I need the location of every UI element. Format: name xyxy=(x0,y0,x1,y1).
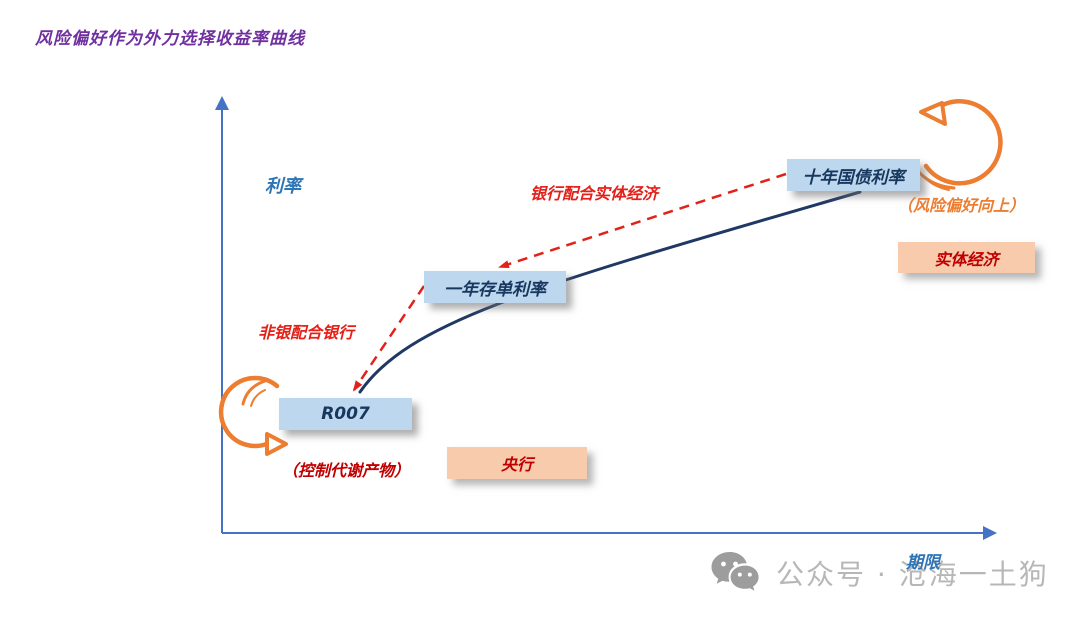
x-axis-arrow-icon xyxy=(983,526,997,540)
entity-real-economy: 实体经济 xyxy=(898,242,1035,273)
annotation-metabolic-control: （控制代谢产物） xyxy=(282,461,411,480)
node-r007: R007 xyxy=(279,398,412,430)
page-title: 风险偏好作为外力选择收益率曲线 xyxy=(35,29,305,49)
entity-central-bank: 央行 xyxy=(447,447,587,479)
flow-label-nonbank-with-bank: 非银配合银行 xyxy=(258,323,355,342)
wechat-icon xyxy=(711,552,759,591)
x-axis-label: 期限 xyxy=(906,553,940,573)
node-ten-year-treasury-rate: 十年国债利率 xyxy=(787,159,920,191)
y-axis-arrow-icon xyxy=(215,96,229,110)
rotate-arrow-bottom-icon xyxy=(218,375,288,456)
node-one-year-cd-rate: 一年存单利率 xyxy=(424,271,566,303)
rotate-arrow-top-icon xyxy=(914,99,1003,191)
watermark-text: 公众号 · 沧海一土狗 xyxy=(776,558,1049,591)
watermark: 公众号 · 沧海一土狗 xyxy=(710,550,1049,596)
flow-label-bank-with-economy: 银行配合实体经济 xyxy=(530,184,659,203)
dashed-arrow-nonbank-to-bank xyxy=(352,285,426,392)
y-axis-label: 利率 xyxy=(265,176,301,197)
annotation-risk-appetite-up: （风险偏好向上） xyxy=(897,196,1026,215)
